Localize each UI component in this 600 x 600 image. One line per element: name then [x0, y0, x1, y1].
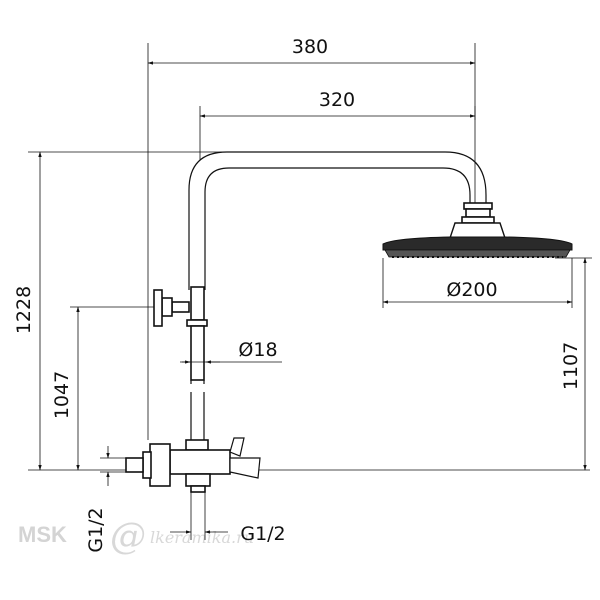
dimension-label-outlet-thread: G1/2: [240, 523, 285, 545]
dimension-label-380: 380: [292, 36, 328, 58]
dimension-inlet-thread: G1/2: [85, 446, 126, 553]
dimension-380: 380: [147, 36, 476, 440]
shower-arm: [188, 151, 487, 290]
dimension-320: 320: [199, 89, 476, 160]
shower-head-connector: [461, 202, 495, 224]
dimension-1107: 1107: [555, 257, 592, 471]
upper-pipe: [186, 286, 208, 381]
dimension-label-inlet-thread: G1/2: [85, 507, 107, 552]
dimension-pipe-diameter: Ø18: [180, 339, 282, 364]
watermark-at-symbol: @: [110, 516, 146, 557]
mixer-body: [125, 437, 261, 493]
diverter-valve: [153, 289, 190, 327]
shower-head: [382, 222, 573, 258]
dimension-label-1047: 1047: [51, 371, 73, 419]
dimension-outlet-thread: G1/2: [170, 492, 286, 545]
dimension-1228: 1228: [13, 151, 230, 471]
lower-pipe: [190, 380, 205, 440]
watermark-brand: MSK: [18, 522, 67, 547]
dimension-label-320: 320: [319, 89, 355, 111]
dimension-label-1228: 1228: [13, 286, 35, 334]
dimension-label-head-diameter: Ø200: [446, 279, 497, 301]
dimension-head-diameter: Ø200: [382, 258, 573, 308]
dimension-label-pipe-diameter: Ø18: [238, 339, 277, 361]
watermark: MSK @ lkeramika.ru: [18, 516, 254, 557]
watermark-domain: lkeramika.ru: [150, 528, 254, 547]
dimension-1047: 1047: [51, 306, 170, 471]
dimension-label-1107: 1107: [560, 342, 582, 390]
